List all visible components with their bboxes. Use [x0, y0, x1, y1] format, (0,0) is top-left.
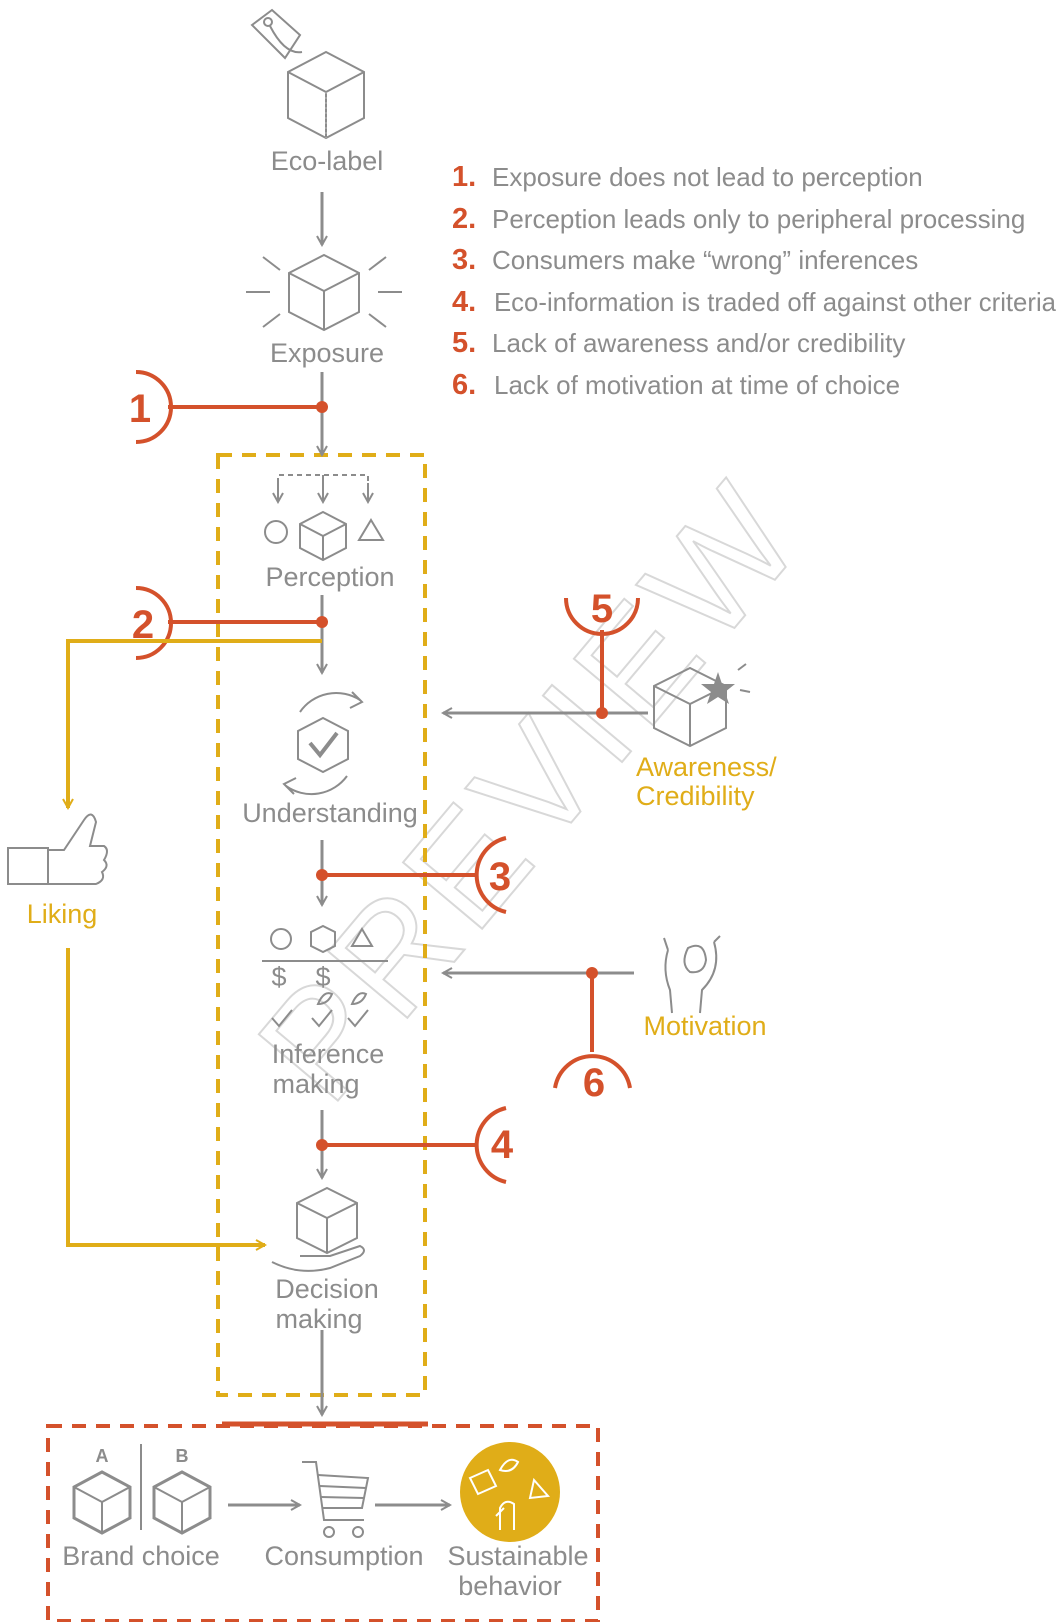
legend-item-1: 1. Exposure does not lead to perception	[452, 161, 923, 193]
decision-label-line1: Decision	[275, 1274, 379, 1304]
awareness-label-line1: Awareness/	[636, 752, 777, 782]
sustainability-circle-icon	[460, 1442, 560, 1542]
thumbs-up-icon	[7, 813, 108, 885]
exposure-label: Exposure	[270, 338, 384, 368]
brand-a-label: A	[96, 1446, 109, 1466]
legend-item-2: 2. Perception leads only to peripheral p…	[452, 203, 1025, 235]
barrier-6-number: 6	[583, 1061, 605, 1105]
barrier-4: 4	[316, 1106, 514, 1184]
inference-label-line2: making	[272, 1069, 359, 1099]
motivation-label: Motivation	[643, 1011, 766, 1041]
svg-text:Exposure does not lead to perc: Exposure does not lead to perception	[492, 162, 923, 192]
inference-dollar-1: $	[271, 962, 286, 992]
decision-label-line2: making	[275, 1304, 362, 1334]
liking-to-decision-arrow	[66, 948, 265, 1245]
barrier-3: 3	[316, 836, 511, 914]
brand-b-label: B	[176, 1446, 189, 1466]
inference-label-line1: Inference	[272, 1039, 385, 1069]
sustainable-label-line1: Sustainable	[447, 1541, 588, 1571]
barrier-1: 1	[129, 370, 328, 444]
svg-text:6.: 6.	[452, 369, 476, 401]
hand-holding-box-icon	[271, 1186, 365, 1272]
perception-label: Perception	[265, 562, 394, 592]
legend-item-3: 3. Consumers make “wrong” inferences	[452, 244, 918, 276]
ecolabel-label: Eco-label	[271, 146, 384, 176]
radiating-box-icon	[246, 253, 402, 332]
cheering-figure-icon	[663, 935, 721, 1014]
svg-text:Lack of motivation at time of: Lack of motivation at time of choice	[494, 370, 900, 400]
svg-text:Eco-information is traded off: Eco-information is traded off against ot…	[494, 287, 1057, 317]
box-with-star-icon	[653, 663, 751, 748]
svg-text:3.: 3.	[452, 244, 476, 276]
awareness-label-line2: Credibility	[636, 781, 755, 811]
trade-off-icon: $ $	[262, 924, 388, 1028]
legend-item-4: 4. Eco-information is traded off against…	[452, 286, 1057, 318]
svg-text:2.: 2.	[452, 203, 476, 235]
barrier-5: 5	[564, 587, 640, 719]
shopping-cart-icon	[302, 1461, 370, 1538]
cycle-check-box-icon	[282, 691, 364, 796]
peripheral-to-liking-arrow	[68, 639, 322, 808]
svg-text:1.: 1.	[452, 161, 476, 193]
shapes-with-box-icon	[264, 474, 385, 562]
price-tag-box-icon	[250, 8, 365, 140]
brand-choice-icon: A B	[72, 1444, 212, 1535]
svg-text:Perception leads only to perip: Perception leads only to peripheral proc…	[492, 204, 1025, 234]
liking-label: Liking	[27, 899, 98, 929]
legend-item-5: 5. Lack of awareness and/or credibility	[452, 327, 905, 359]
svg-text:Lack of awareness and/or credi: Lack of awareness and/or credibility	[492, 328, 905, 358]
understanding-label: Understanding	[242, 798, 418, 828]
barrier-1-number: 1	[129, 387, 151, 431]
barrier-4-number: 4	[491, 1123, 514, 1167]
sustainable-label-line2: behavior	[458, 1571, 562, 1601]
barrier-2-number: 2	[132, 603, 154, 647]
brand-choice-label: Brand choice	[62, 1541, 220, 1571]
barrier-5-number: 5	[591, 587, 613, 631]
svg-text:Consumers make “wrong” inferen: Consumers make “wrong” inferences	[492, 245, 918, 275]
legend-item-6: 6. Lack of motivation at time of choice	[452, 369, 900, 401]
svg-text:5.: 5.	[452, 327, 476, 359]
consumption-label: Consumption	[264, 1541, 423, 1571]
barrier-3-number: 3	[489, 855, 511, 899]
svg-text:4.: 4.	[452, 286, 476, 318]
barrier-6: 6	[553, 967, 632, 1105]
barrier-2: 2	[132, 586, 328, 660]
barrier-legend: 1. Exposure does not lead to perception …	[452, 161, 1057, 401]
inference-dollar-2: $	[315, 962, 330, 992]
